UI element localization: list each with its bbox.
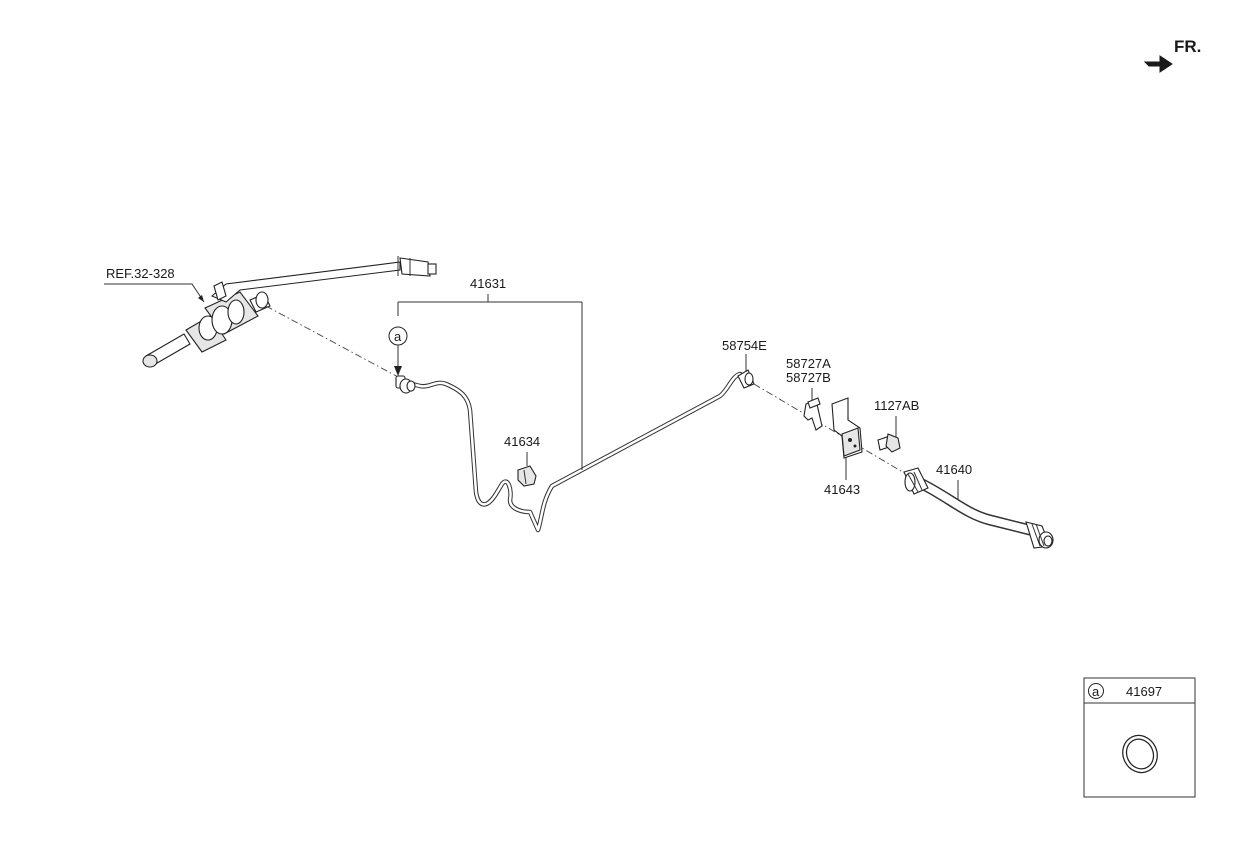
clutch-hose-41640[interactable]: 41640 (903, 462, 1054, 549)
front-direction-arrow-icon (1143, 55, 1173, 73)
clip-41634[interactable]: 41634 (504, 434, 540, 487)
ref-callout: REF.32-328 (104, 266, 205, 303)
clip-58727[interactable]: 58727A 58727B (786, 356, 831, 431)
label-58754E: 58754E (722, 338, 767, 353)
label-41631: 41631 (470, 276, 506, 291)
inset-marker-label: a (1092, 684, 1100, 699)
inset-marker-circle (1088, 683, 1104, 699)
marker-a-label: a (394, 329, 402, 344)
bracket-41643[interactable]: 41643 (824, 397, 863, 497)
label-58727A: 58727A (786, 356, 831, 371)
label-41640: 41640 (936, 462, 972, 477)
callout-41631: 41631 (397, 276, 583, 470)
label-41643: 41643 (824, 482, 860, 497)
o-ring-icon[interactable] (1119, 732, 1161, 775)
clutch-master-cylinder-assembly[interactable] (142, 256, 437, 368)
inset-part-number: 41697 (1126, 684, 1162, 699)
front-direction-indicator: FR. (1143, 37, 1201, 73)
inset-box-41697: a 41697 (1083, 677, 1196, 798)
bolt-1127AB[interactable]: 1127AB (874, 398, 919, 453)
label-41634: 41634 (504, 434, 540, 449)
ref-label: REF.32-328 (106, 266, 175, 281)
bracket-axis-line (753, 383, 907, 475)
callout-58754E: 58754E (722, 338, 767, 372)
front-direction-label: FR. (1174, 37, 1201, 56)
label-58727B: 58727B (786, 370, 831, 385)
assembly-axis-line (265, 305, 401, 379)
marker-a-callout: a (388, 326, 408, 376)
label-1127AB: 1127AB (874, 398, 919, 413)
clutch-tube-41631[interactable] (395, 369, 755, 533)
